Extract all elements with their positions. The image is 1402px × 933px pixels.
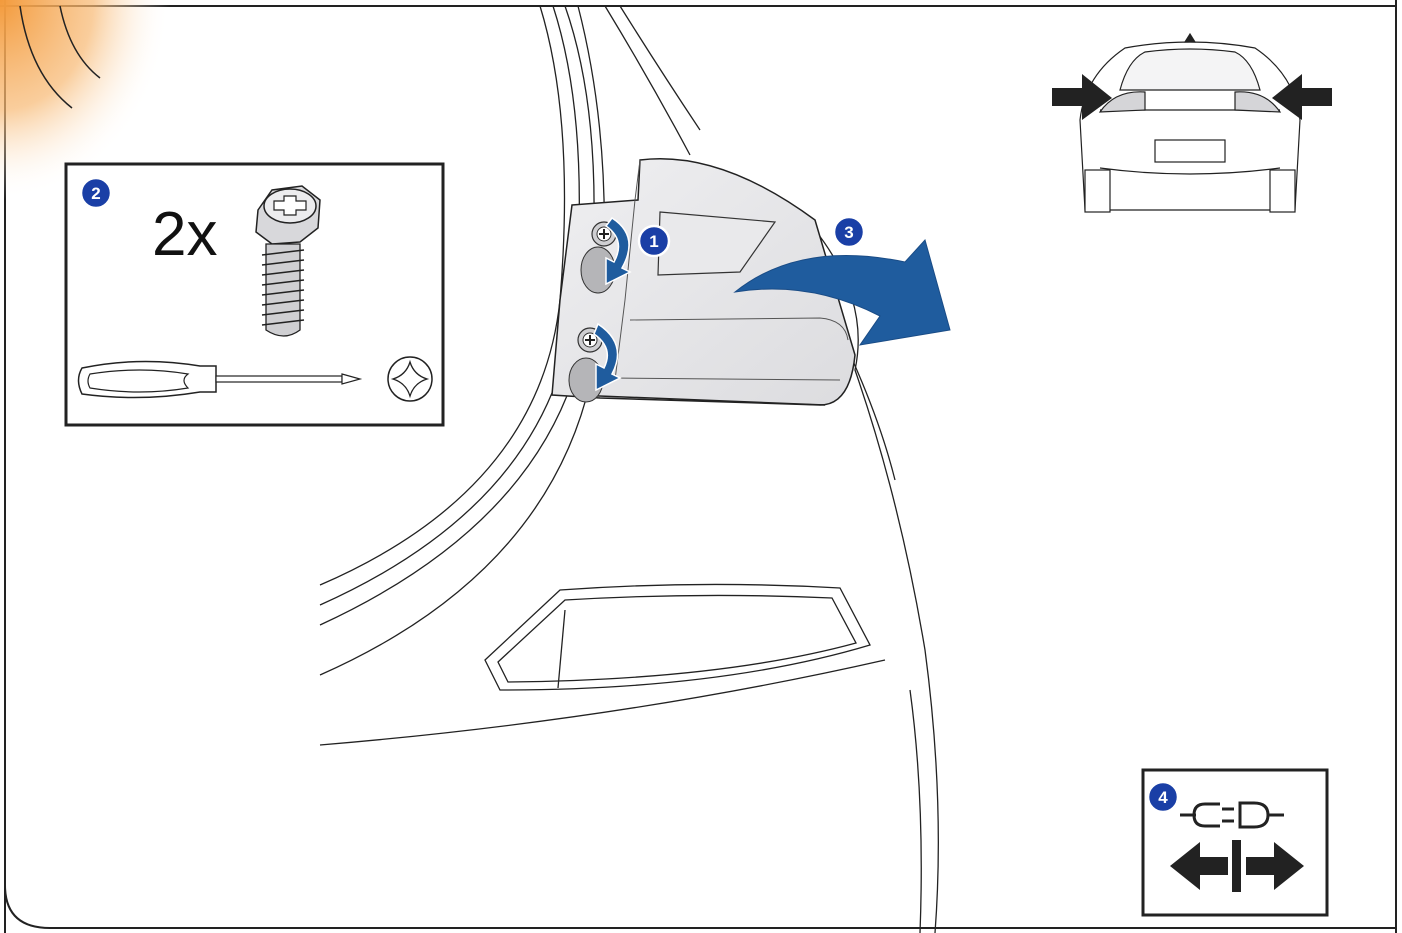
- step-number-4: 4: [1158, 788, 1168, 807]
- rear-car-thumbnail: [1080, 34, 1300, 212]
- step-number-1: 1: [649, 232, 658, 251]
- connector-panel: 4: [1143, 770, 1327, 915]
- step-number-2: 2: [91, 184, 100, 203]
- step-number-3: 3: [844, 223, 853, 242]
- step-badge-3: 3: [834, 217, 864, 247]
- car-body-outline: [320, 6, 938, 933]
- step-badge-4: 4: [1148, 782, 1178, 812]
- screw-tool-panel: 2 2x: [66, 164, 443, 425]
- screw-quantity: 2x: [152, 200, 217, 269]
- step-badge-1: 1: [639, 226, 669, 256]
- torx-bit-icon: [388, 357, 432, 401]
- step-badge-2: 2: [81, 178, 111, 208]
